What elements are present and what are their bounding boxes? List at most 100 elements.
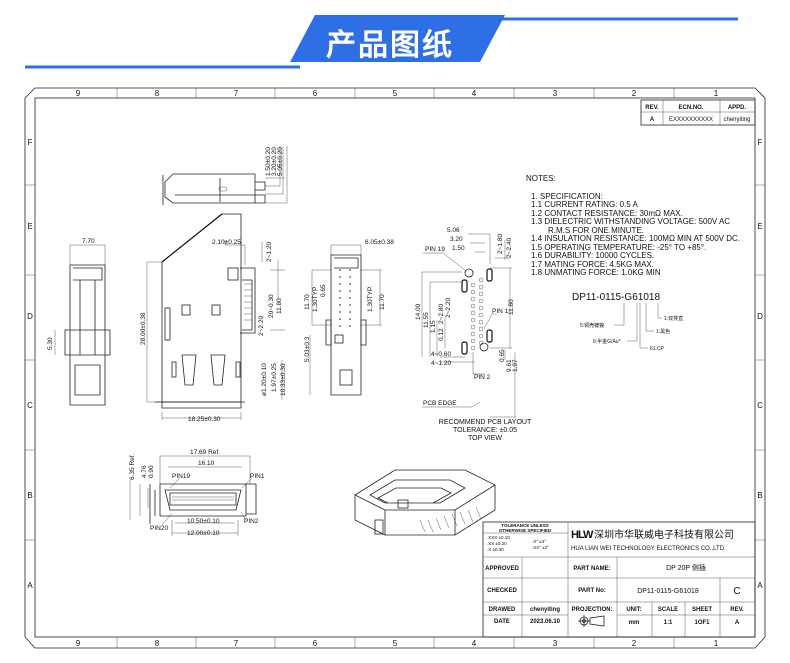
column-label: 9 xyxy=(76,89,81,98)
bottom-pin-label: PIN19 xyxy=(172,473,190,480)
pcb-edge-label: PCB EDGE xyxy=(423,400,457,407)
column-label: 7 xyxy=(234,89,239,98)
dim-label: 2~1.20 xyxy=(266,242,273,262)
dim-label: 2.10±0.25 xyxy=(212,239,241,246)
date-label: DATE xyxy=(494,619,510,625)
part-name-value: DP 20P 侧插 xyxy=(666,563,706,572)
column-label: 7 xyxy=(234,639,239,648)
part-code: DP11-0115-G61018 xyxy=(572,292,660,303)
isometric-view xyxy=(354,469,496,536)
row-label: A xyxy=(27,581,33,590)
dim-label: 4~1.20 xyxy=(431,360,451,367)
row-label: F xyxy=(28,138,33,147)
rev-header: REV. xyxy=(645,105,659,111)
row-label: B xyxy=(757,491,762,500)
dim-label: 4.76 xyxy=(141,465,148,478)
tolerance-title: OTHERWISE SPECIFIED xyxy=(499,528,552,533)
approved-label: APPROVED xyxy=(485,566,519,572)
tolerance-title: TOLERANCE UNLESS xyxy=(501,523,548,528)
legend-label: 5:铜壳镀镍 xyxy=(580,322,604,329)
note-line: 1.2 CONTACT RESISTANCE: 30mΩ MAX. xyxy=(531,209,683,218)
dim-label: 6.35 Ref. xyxy=(129,453,136,480)
note-line: 1.8 UNMATING FORCE: 1.0KG MIN xyxy=(531,268,661,277)
dim-label: 5.03±0.3 xyxy=(304,336,311,362)
row-label: E xyxy=(27,222,32,231)
note-line: 1.1 CURRENT RATING: 0.5 A xyxy=(531,200,639,209)
dim-label: 17.69 Ref. xyxy=(190,449,220,456)
banner-title: 产品图纸 xyxy=(326,28,454,63)
column-label: 3 xyxy=(553,639,558,648)
sheet-label: SHEET xyxy=(692,607,712,613)
note-line: 1. SPECIFICATION: xyxy=(531,192,603,201)
left-view: 7.70 5.30 xyxy=(47,238,111,406)
dim-label: 12.00±0.10 xyxy=(187,530,220,537)
part-no-value: DP11-0115-G61018 xyxy=(637,588,699,595)
pcb-pin-label: PIN 1 xyxy=(492,308,509,315)
dim-label: 18.25±0.30 xyxy=(188,416,221,423)
dim-label: 2~2.20 xyxy=(445,298,452,318)
note-line: 1.7 MATING FORCE: 4.5KG MAX. xyxy=(531,260,654,269)
revision-block: REV. ECN.NO. APPD. A EXXXXXXXXXX chenyit… xyxy=(640,99,756,126)
appd-value: chenyiting xyxy=(723,117,750,123)
dim-label: 1.15 xyxy=(430,320,437,333)
column-label: 8 xyxy=(155,89,160,98)
column-label: 3 xyxy=(553,89,558,98)
part-no-rev: C xyxy=(733,586,740,597)
dim-label: 11.80 xyxy=(508,299,515,315)
scale-label: SCALE xyxy=(658,607,678,613)
bottom-pin-label: PIN20 xyxy=(150,525,168,532)
pcb-pin-label: PIN 2 xyxy=(474,374,491,381)
pcb-caption: TOLERANCE: ±0.05 xyxy=(453,427,517,434)
tolerance-value: .XX° ±2° xyxy=(532,545,549,550)
ecn-header: ECN.NO. xyxy=(678,105,703,111)
drawing-frame: 9 8 7 6 5 4 3 2 1 9 8 7 6 5 4 3 2 1 F E … xyxy=(24,87,766,649)
side-view-top: 1.50±0.20 3.20±0.20 5.05±0.20 xyxy=(162,146,288,205)
column-label: 2 xyxy=(632,639,637,648)
tolerance-value: .XX ±0.20 xyxy=(487,541,507,546)
pin-row xyxy=(339,269,351,327)
note-line: 1.5 OPERATING TEMPERATURE: -25° TO +85°. xyxy=(531,243,706,252)
note-line: R.M.S FOR ONE MINUTE. xyxy=(548,226,644,235)
drawed-label: DRAWED xyxy=(489,607,516,613)
unit-label: UNIT: xyxy=(626,607,641,613)
dim-label: 0.12 xyxy=(438,328,445,341)
pcb-layout: 5.06 3.20 1.50 PIN 19 2~1.80 2~2.40 14.0… xyxy=(415,227,532,442)
company-name-cn: 深圳市华联威电子科技有限公司 xyxy=(594,528,734,541)
dim-label: 28.00±0.38 xyxy=(140,312,147,345)
projection-label: PROJECTION: xyxy=(571,607,612,613)
rev-value: A xyxy=(650,117,655,123)
dim-label: 2~2.40 xyxy=(506,238,513,258)
dim-label: ø1.20±0.10 xyxy=(261,363,268,396)
dim-label: 1.50 xyxy=(452,245,465,252)
dim-label: 6.05±0.38 xyxy=(365,239,394,246)
legend-label: 1:双排直 xyxy=(664,315,683,322)
ecn-value: EXXXXXXXXXX xyxy=(669,117,713,123)
row-label: A xyxy=(757,581,763,590)
dim-label: 3.20±0.20 xyxy=(271,147,278,176)
dim-label: 5.30 xyxy=(47,337,54,350)
part-no-label: PART No: xyxy=(578,588,606,594)
bottom-pin-label: PIN2 xyxy=(244,518,259,525)
unit-value: mm xyxy=(629,620,640,626)
row-label: D xyxy=(757,312,763,321)
dim-label: 7.70 xyxy=(82,238,95,245)
part-code-legend: DP11-0115-G61018 1:双排直 1:黑色 5:铜壳镀镍 6:半金G… xyxy=(572,292,683,352)
dim-label: 11.80 xyxy=(276,298,283,314)
dim-label: 16.10 xyxy=(198,460,215,467)
column-label: 6 xyxy=(313,89,318,98)
notes-title: NOTES: xyxy=(526,174,556,183)
rev-value: A xyxy=(735,620,740,626)
column-label: 1 xyxy=(714,89,719,98)
dim-label: 20~0.30 xyxy=(268,294,275,318)
legend-label: 6:LCP xyxy=(650,346,665,352)
dim-label: 14.00 xyxy=(415,303,422,320)
dim-label: 11.70 xyxy=(304,294,311,310)
dim-label: 10.50±0.10 xyxy=(187,518,220,525)
column-label: 4 xyxy=(472,89,477,98)
dim-label: 9.61 xyxy=(506,359,513,372)
company-logo: HLW xyxy=(571,529,594,541)
column-label: 1 xyxy=(714,639,719,648)
drawed-value: chenyiting xyxy=(530,607,560,613)
dim-label: 10.33±0.30 xyxy=(280,363,287,396)
